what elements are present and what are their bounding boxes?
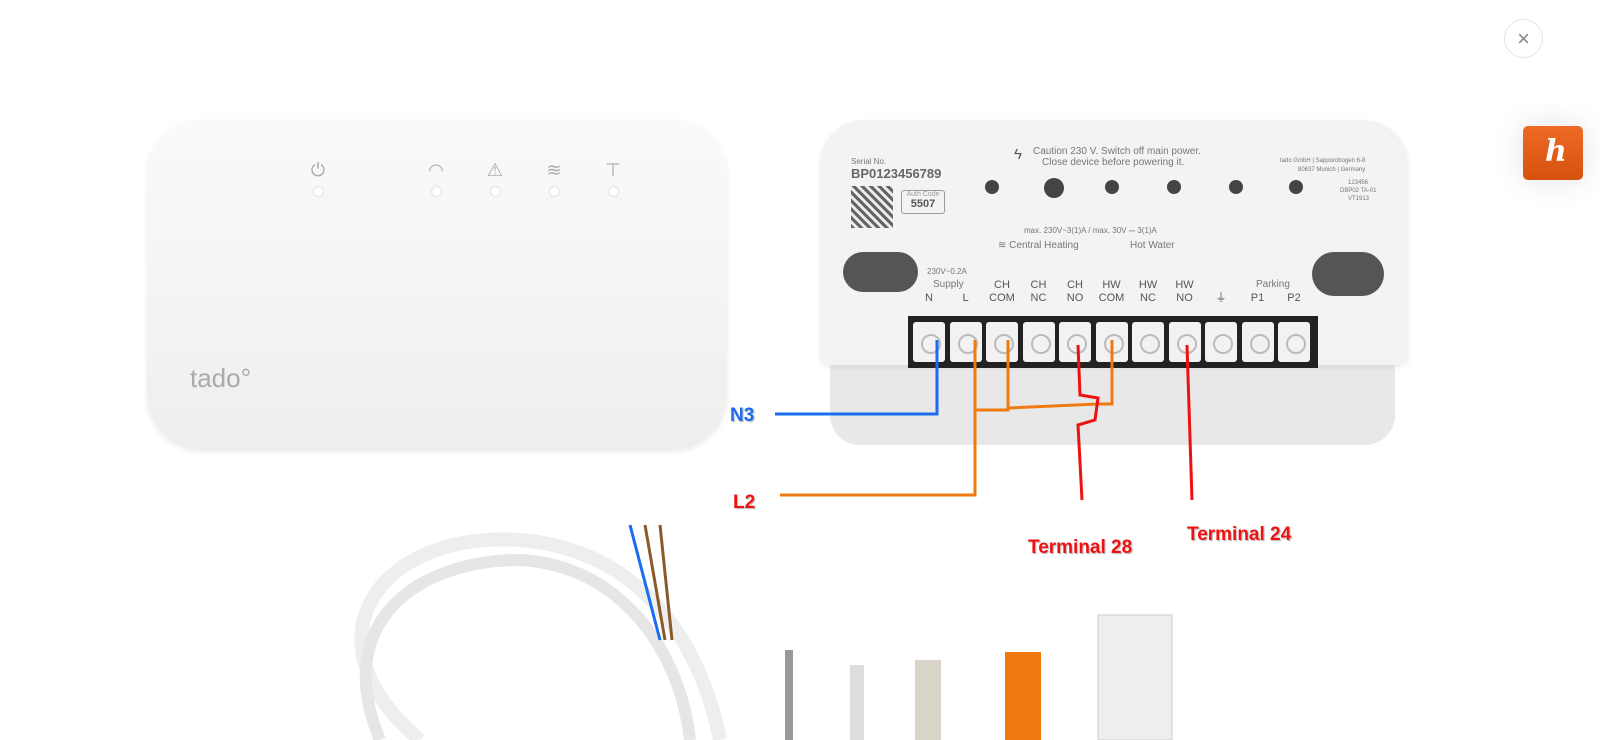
- close-icon: ×: [1517, 25, 1530, 51]
- n3-label: N3: [730, 405, 755, 426]
- hot-water-label: Hot Water: [1130, 240, 1175, 251]
- terminal-label: P2: [1276, 292, 1312, 305]
- brand-button[interactable]: h: [1523, 126, 1583, 180]
- auth-label: Auth Code: [906, 191, 940, 198]
- serial-number: BP0123456789: [851, 166, 942, 181]
- terminal-label: N: [911, 292, 947, 305]
- supply-label: Supply: [933, 279, 964, 290]
- terminal-group: HW: [1175, 279, 1194, 291]
- auth-value: 5507: [910, 198, 936, 210]
- terminal-name: NO: [1066, 292, 1084, 304]
- led: [550, 187, 559, 196]
- code: VT1913: [1348, 196, 1370, 202]
- qr-code: [851, 186, 893, 228]
- lightning-icon: ϟ: [1014, 146, 1022, 163]
- close-button[interactable]: ×: [1504, 19, 1543, 58]
- terminal-name: L: [962, 292, 969, 304]
- terminal-label: L: [948, 292, 984, 305]
- tado-hub: [147, 120, 727, 450]
- code: DBP02 TA-01: [1340, 188, 1377, 194]
- wifi-icon: ◠: [428, 160, 444, 180]
- auth-code: Auth Code 5507: [901, 190, 945, 214]
- serial-label: Serial No.: [851, 157, 887, 166]
- parking-label: Parking: [1256, 279, 1290, 290]
- terminal-8: [1205, 322, 1237, 362]
- terminal-group: HW: [1102, 279, 1121, 291]
- rating-text: max. 230V~3(1)A / max. 30V ⎓ 3(1)A: [1024, 226, 1157, 235]
- terminal-name: ⏚: [1215, 292, 1227, 304]
- power-icon: ⏻: [310, 160, 326, 180]
- terminal-3: [1022, 322, 1055, 362]
- terminal-2: [986, 322, 1018, 362]
- terminal-name: P2: [1287, 292, 1301, 304]
- terminal-28-wire: [1076, 344, 1100, 501]
- terminal-24-label: Terminal 24: [1187, 524, 1292, 545]
- warning-icon: ⚠: [486, 160, 504, 180]
- hub-logo: tado°: [190, 363, 252, 393]
- led: [491, 187, 500, 196]
- cable-wire: [658, 524, 674, 641]
- connector: [915, 660, 941, 740]
- code: 123456: [1348, 180, 1369, 186]
- neutral-wire: [775, 340, 939, 416]
- terminal-name: COM: [989, 292, 1015, 304]
- led: [314, 187, 323, 196]
- terminal-block: [1097, 614, 1173, 740]
- cable-wire: [628, 524, 662, 641]
- terminal-group: CH: [994, 279, 1010, 291]
- mount-hole: [843, 252, 918, 292]
- hot-water-icon: ⊤: [605, 160, 621, 180]
- caution-text-2: Close device before powering it.: [1042, 157, 1185, 168]
- led: [432, 187, 441, 196]
- orange-connector: [1005, 652, 1041, 740]
- maker-text-2: 80637 Munich | Germany: [1298, 167, 1366, 173]
- central-heating-label: ≋ Central Heating: [998, 240, 1079, 251]
- terminal-name: COM: [1098, 292, 1125, 304]
- cable-coil: [359, 553, 696, 740]
- live-wire: [780, 340, 977, 497]
- terminal-6: [1132, 322, 1164, 362]
- live-bridge-wire: [975, 340, 1114, 412]
- terminal-name: NC: [1140, 292, 1156, 304]
- terminal-name: P1: [1250, 292, 1265, 304]
- wall-plug: [850, 665, 864, 740]
- terminal-name: NC: [1030, 292, 1047, 304]
- terminal-label: ⏚: [1203, 292, 1239, 305]
- terminal-group: HW: [1138, 279, 1158, 291]
- cable-coil: [354, 532, 727, 740]
- terminal-10: [1278, 322, 1310, 362]
- terminal-name: NO: [1176, 292, 1193, 304]
- terminal-28-label: Terminal 28: [1028, 537, 1133, 558]
- maker-text: tado GmbH | Sapporobogen 6-8: [1280, 158, 1366, 164]
- terminal-group: CH: [1030, 279, 1047, 291]
- terminal-name: N: [925, 292, 933, 304]
- screw: [785, 650, 793, 740]
- terminal-0: [913, 322, 945, 362]
- terminal-4: [1059, 322, 1091, 362]
- terminal-24-wire: [1185, 344, 1194, 501]
- led: [609, 187, 618, 196]
- mount-hole: [1312, 252, 1384, 296]
- heating-icon: ≋: [546, 160, 562, 180]
- terminal-label: P1: [1240, 292, 1276, 305]
- l2-label: L2: [733, 492, 756, 513]
- cable-wire: [643, 524, 667, 641]
- terminal-group: CH: [1067, 279, 1083, 291]
- terminal-9: [1241, 322, 1274, 362]
- supply-rating: 230V~0.2A: [927, 267, 967, 276]
- caution-text: Caution 230 V. Switch off main power.: [1033, 146, 1201, 157]
